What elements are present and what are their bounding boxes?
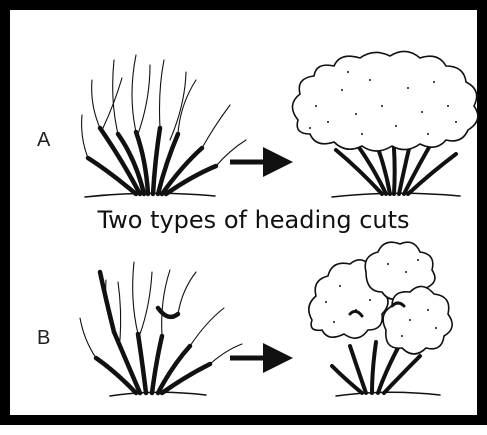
shrub-a-after [292,51,477,197]
shrub-b-before [80,262,242,396]
foliage-canopy [292,51,477,151]
diagram-frame: A B Two types of heading cuts [0,0,487,425]
shrub-a-before [82,55,246,197]
diagram-caption: Two types of heading cuts [10,208,487,232]
shrub-b-after [309,242,452,396]
row-label-b: B [37,328,50,348]
row-label-a: A [37,130,50,150]
